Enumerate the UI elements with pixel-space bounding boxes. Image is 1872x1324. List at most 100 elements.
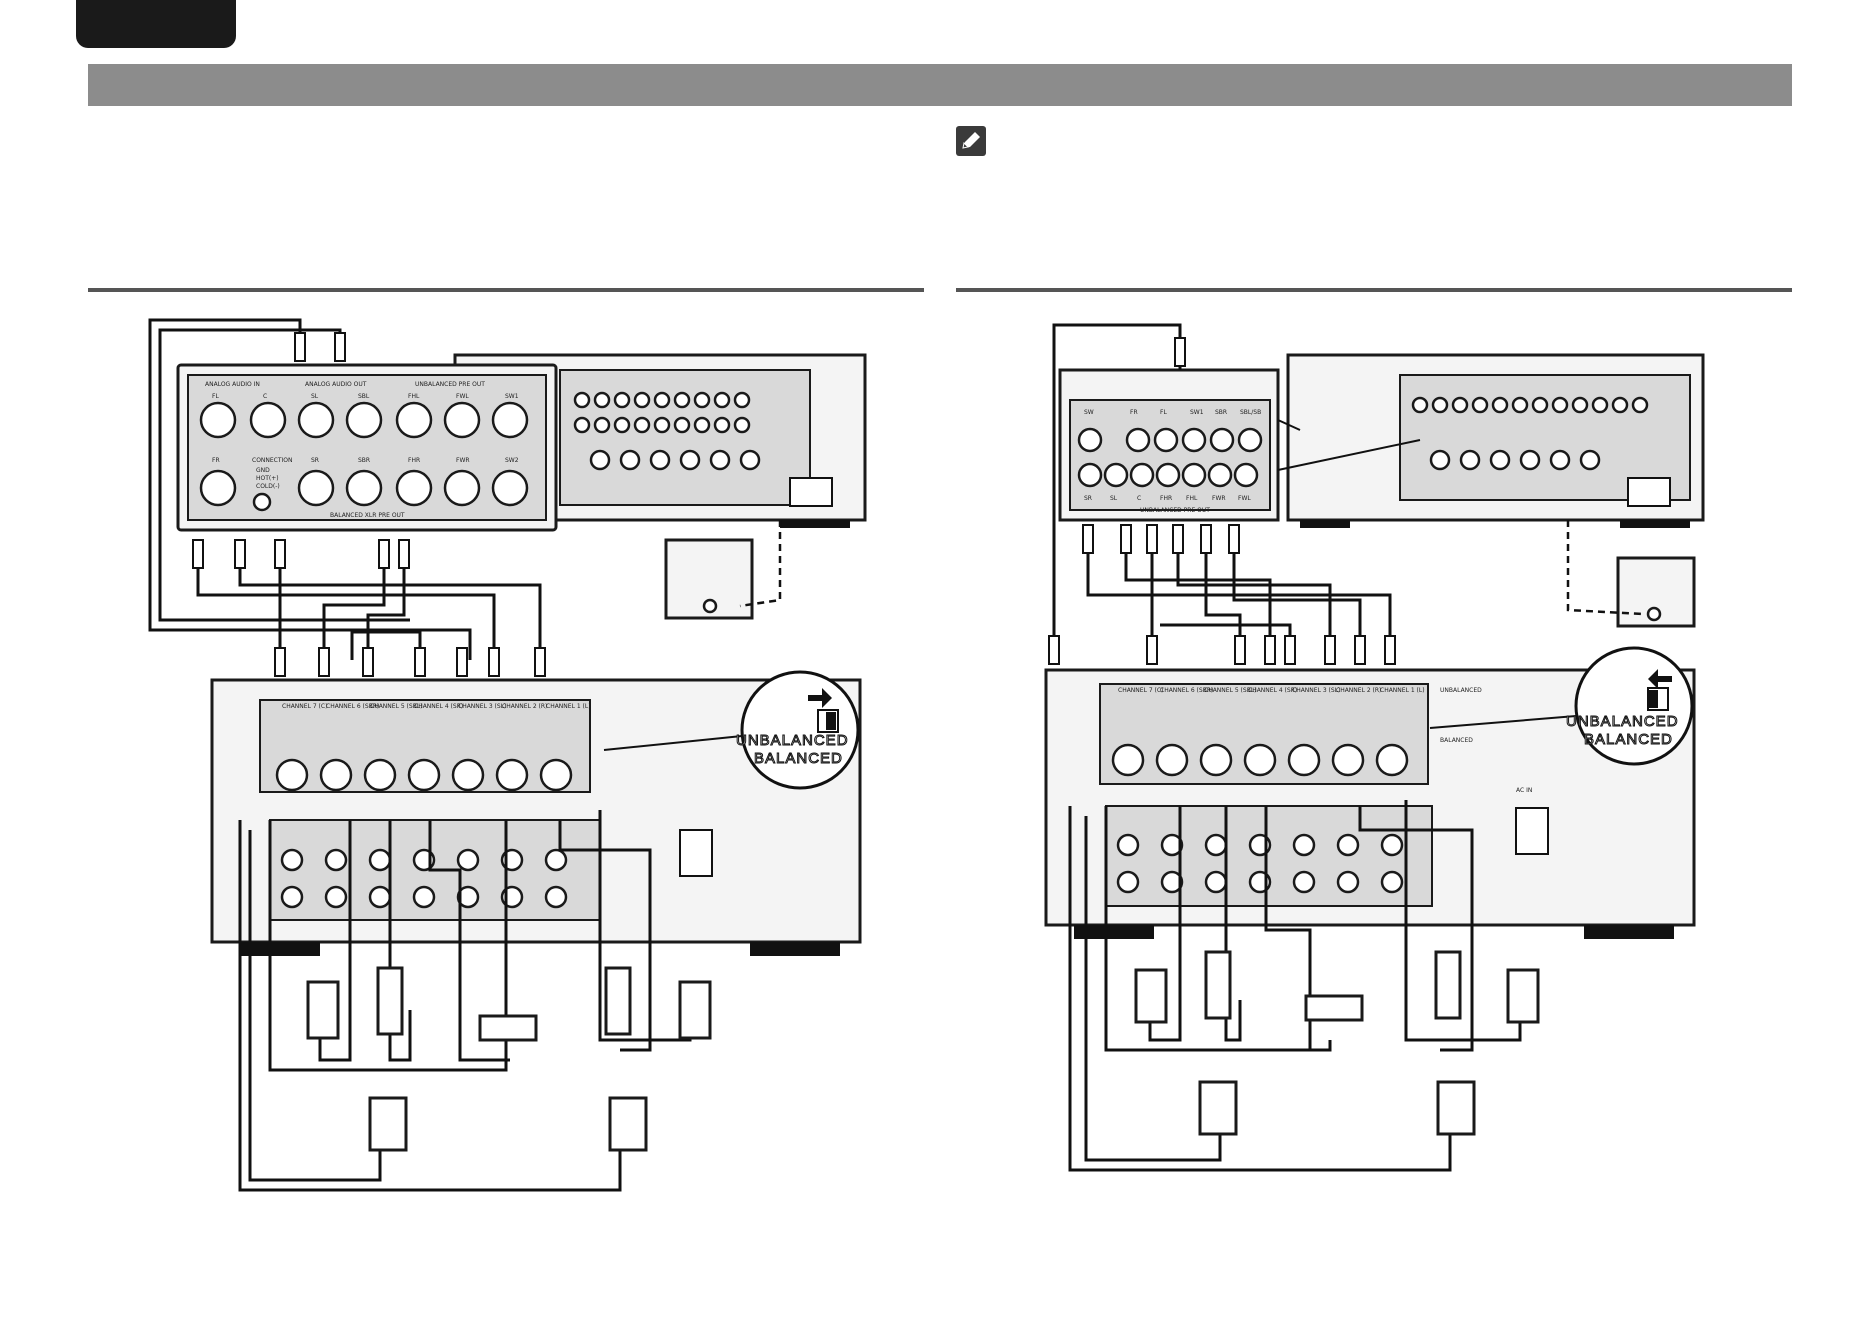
right-amp-speaker-panel — [1105, 805, 1433, 907]
svg-text:CHANNEL 7 (C): CHANNEL 7 (C) — [282, 703, 327, 710]
right-diagram: SW FR FL SW1 SBR SBL/SB SR SL C FHR FHL … — [1044, 323, 1705, 1172]
svg-text:CHANNEL 2 (R): CHANNEL 2 (R) — [502, 703, 547, 710]
svg-text:FWL: FWL — [456, 393, 469, 400]
svg-text:CHANNEL 1 (L): CHANNEL 1 (L) — [1380, 687, 1425, 694]
svg-text:FHR: FHR — [1160, 495, 1172, 502]
svg-text:GND: GND — [256, 467, 270, 474]
svg-text:COLD(-): COLD(-) — [256, 483, 280, 490]
left-cable-loop-outer — [148, 318, 472, 660]
left-subwoofer-cable — [739, 520, 782, 608]
left-amp-ac-inlet — [679, 829, 713, 877]
svg-text:C: C — [1137, 495, 1141, 502]
speaker-left-sr — [604, 966, 632, 1036]
left-connection-legend: CONNECTION GND HOT(+) COLD(-) — [252, 457, 293, 512]
svg-text:C: C — [263, 393, 267, 400]
svg-text:FHL: FHL — [1186, 495, 1198, 502]
svg-text:SBR: SBR — [1215, 409, 1227, 416]
arrow-right-icon — [808, 688, 832, 708]
right-subwoofer-cable — [1566, 520, 1645, 616]
speaker-right-sbl — [1198, 1080, 1238, 1136]
svg-text:SW1: SW1 — [1190, 409, 1204, 416]
right-preout-top-row: SW FR FL SW1 SBR SBL/SB — [1077, 409, 1263, 453]
svg-text:CHANNEL 6 (SBR): CHANNEL 6 (SBR) — [1160, 687, 1213, 694]
right-preout-bottom-row: SR SL C FHR FHL FWR FWL — [1077, 462, 1259, 502]
svg-text:CHANNEL 1 (L): CHANNEL 1 (L) — [546, 703, 591, 710]
speaker-right-sr — [1434, 950, 1462, 1020]
right-receiver-ac-inlet — [1627, 477, 1671, 507]
right-section-rule — [956, 288, 1792, 292]
speaker-right-center — [1304, 994, 1364, 1022]
header-band — [88, 64, 1792, 106]
speaker-left-sbr — [608, 1096, 648, 1152]
svg-text:FHR: FHR — [408, 457, 420, 464]
speaker-left-sl — [376, 966, 404, 1036]
speaker-left-sbl — [368, 1096, 408, 1152]
left-preout-cables — [192, 539, 546, 677]
svg-text:CHANNEL 4 (SR): CHANNEL 4 (SR) — [414, 703, 463, 710]
right-preout-cables — [1048, 524, 1396, 665]
speaker-right-sl — [1204, 950, 1232, 1020]
svg-text:UNBALANCED: UNBALANCED — [1440, 687, 1482, 694]
svg-text:FWR: FWR — [456, 457, 470, 464]
svg-text:SW: SW — [1084, 409, 1094, 416]
left-preout-bottom-row: FR SR SBR FHR FWR SW2 — [199, 457, 529, 507]
svg-text:FWR: FWR — [1212, 495, 1226, 502]
left-preout-top-row: FL C SL SBL FHL FWL SW1 — [199, 393, 529, 439]
label-analog-audio-in: ANALOG AUDIO IN — [205, 381, 260, 388]
svg-text:CHANNEL 7 (C): CHANNEL 7 (C) — [1118, 687, 1163, 694]
right-amp-channel-labels: CHANNEL 7 (C) CHANNEL 6 (SBR) CHANNEL 5 … — [1118, 687, 1482, 744]
svg-text:CHANNEL 3 (SL): CHANNEL 3 (SL) — [458, 703, 506, 710]
left-speakers — [306, 966, 712, 1152]
label-analog-audio-out: ANALOG AUDIO OUT — [305, 381, 367, 388]
right-switch-label-balanced: BALANCED — [1584, 731, 1673, 748]
left-receiver-ac-inlet — [789, 477, 833, 507]
left-amp-xlr-inputs — [275, 758, 573, 792]
svg-text:HOT(+): HOT(+) — [256, 475, 279, 482]
speaker-right-sbr — [1436, 1080, 1476, 1136]
label-balanced-xlr-pre-out: BALANCED XLR PRE OUT — [330, 512, 405, 519]
left-diagram: ANALOG AUDIO IN ANALOG AUDIO OUT UNBALAN… — [148, 318, 867, 1192]
left-switch-zoom — [740, 670, 860, 790]
right-amp-speaker-terminals — [1116, 833, 1404, 894]
left-amp-channel-labels: CHANNEL 7 (C) CHANNEL 6 (SBR) CHANNEL 5 … — [282, 703, 591, 710]
language-tab[interactable] — [76, 0, 236, 48]
svg-text:SBR: SBR — [358, 457, 370, 464]
svg-text:BALANCED: BALANCED — [1440, 737, 1473, 744]
svg-text:FHL: FHL — [408, 393, 420, 400]
svg-text:FL: FL — [212, 393, 219, 400]
svg-text:SR: SR — [311, 457, 319, 464]
svg-text:CHANNEL 2 (R): CHANNEL 2 (R) — [1336, 687, 1381, 694]
left-section-rule — [88, 288, 924, 292]
svg-text:FWL: FWL — [1238, 495, 1251, 502]
pencil-icon — [956, 126, 986, 156]
switch-label-balanced: BALANCED — [754, 750, 843, 767]
svg-text:SBL/SB: SBL/SB — [1240, 409, 1261, 416]
svg-text:FL: FL — [1160, 409, 1167, 416]
svg-text:SW2: SW2 — [505, 457, 519, 464]
right-amp-ac-inlet — [1515, 807, 1549, 855]
svg-text:SR: SR — [1084, 495, 1092, 502]
arrow-left-icon — [1648, 669, 1672, 689]
label-unbalanced-pre-out: UNBALANCED PRE OUT — [415, 381, 485, 388]
svg-text:CHANNEL 4 (SR): CHANNEL 4 (SR) — [1248, 687, 1297, 694]
svg-text:CHANNEL 5 (SBL): CHANNEL 5 (SBL) — [1204, 687, 1257, 694]
switch-label-unbalanced: UNBALANCED — [736, 732, 849, 749]
speaker-right-fr — [1506, 968, 1540, 1024]
right-switch-label-unbalanced: UNBALANCED — [1566, 713, 1679, 730]
speaker-left-fl — [306, 980, 340, 1040]
svg-text:CHANNEL 3 (SL): CHANNEL 3 (SL) — [1292, 687, 1340, 694]
svg-text:FR: FR — [212, 457, 220, 464]
right-processor-inner — [1069, 399, 1271, 511]
speaker-left-fr — [678, 980, 712, 1040]
svg-text:FR: FR — [1130, 409, 1138, 416]
svg-text:SBL: SBL — [358, 393, 370, 400]
speaker-left-center — [478, 1014, 538, 1042]
svg-text:SL: SL — [1110, 495, 1118, 502]
speaker-right-fl — [1134, 968, 1168, 1024]
right-receiver-jacks — [1411, 396, 1649, 471]
right-speakers — [1134, 950, 1540, 1136]
svg-text:SW1: SW1 — [505, 393, 519, 400]
right-amp-xlr-inputs — [1111, 743, 1409, 777]
svg-text:SL: SL — [311, 393, 319, 400]
